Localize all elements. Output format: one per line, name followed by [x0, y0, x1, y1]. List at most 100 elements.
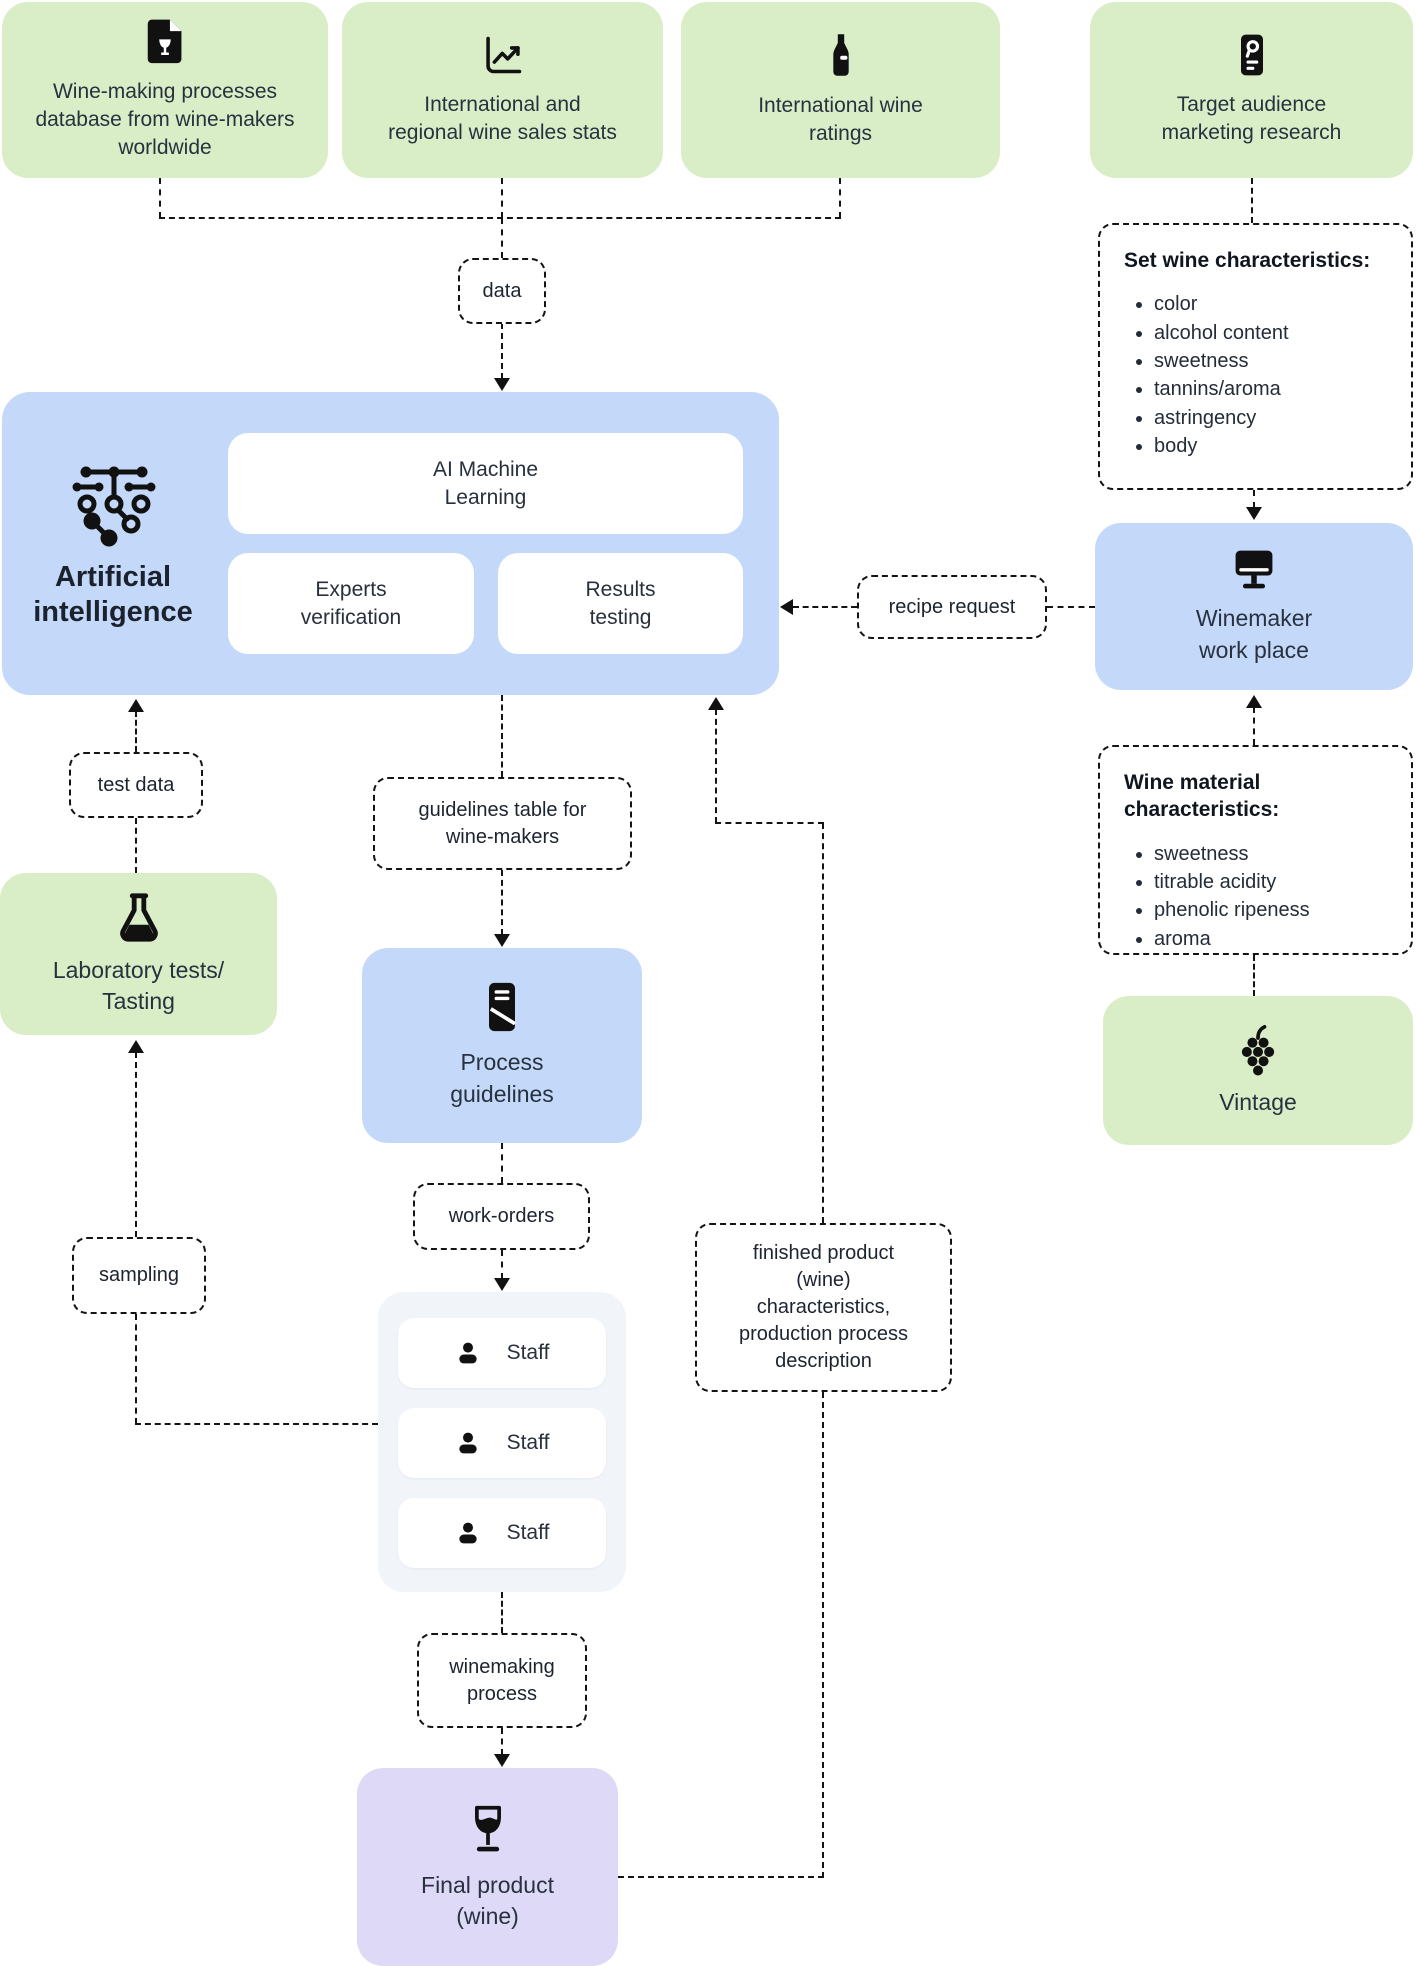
list-item: phenolic ripeness	[1154, 896, 1391, 924]
connector	[618, 1876, 824, 1878]
staff-group: Staff Staff Staff	[378, 1292, 626, 1592]
tag-guidelines-table: guidelines table for wine-makers	[373, 777, 632, 870]
ai-title: Artificial intelligence	[33, 561, 193, 629]
winemaker-workplace-box: Winemaker work place	[1095, 523, 1413, 690]
staff-row: Staff	[398, 1318, 606, 1388]
ai-network-icon	[66, 454, 162, 550]
wine-document-icon	[145, 18, 185, 64]
staff-label: Staff	[506, 1341, 550, 1364]
connector	[501, 1728, 503, 1755]
arrowhead-left	[780, 599, 793, 615]
artificial-intelligence-block: Artificial intelligence AI Machine Learn…	[2, 392, 779, 695]
connector	[1253, 955, 1255, 996]
list-item: alcohol content	[1154, 319, 1391, 347]
ai-module-experts-verification: Experts verification	[228, 553, 474, 654]
connector	[793, 606, 857, 608]
connector	[135, 1314, 137, 1424]
source-label: Wine-making processes database from wine…	[35, 79, 295, 160]
connector	[135, 1052, 137, 1237]
monitor-icon	[1228, 547, 1280, 593]
process-guidelines-label: Process guidelines	[450, 1049, 554, 1107]
marketing-research-icon	[1232, 33, 1272, 77]
tag-sampling: sampling	[72, 1237, 206, 1314]
list-item: color	[1154, 290, 1391, 318]
list-item: aroma	[1154, 925, 1391, 953]
connector	[715, 822, 824, 824]
connector	[1047, 606, 1095, 608]
wine-material-characteristics-box: Wine material characteristics: sweetness…	[1098, 745, 1413, 955]
grape-icon	[1232, 1023, 1284, 1079]
connector	[159, 178, 161, 218]
arrowhead-up	[128, 699, 144, 712]
set-wine-characteristics-box: Set wine characteristics: color alcohol …	[1098, 223, 1413, 490]
staff-label: Staff	[506, 1521, 550, 1544]
list-item: sweetness	[1154, 347, 1391, 375]
laboratory-label: Laboratory tests/ Tasting	[52, 956, 225, 1014]
wine-bottle-icon	[829, 32, 853, 78]
staff-row: Staff	[398, 1498, 606, 1568]
sales-chart-icon	[481, 33, 525, 77]
list-item: body	[1154, 432, 1391, 460]
tag-winemaking-process: winemaking process	[417, 1633, 587, 1728]
arrowhead-up	[128, 1040, 144, 1053]
list-item: titrable acidity	[1154, 868, 1391, 896]
final-product-box: Final product (wine)	[357, 1768, 618, 1966]
connector	[501, 323, 503, 379]
guidelines-document-icon	[479, 981, 525, 1033]
connector	[135, 711, 137, 752]
source-label: Target audience marketing research	[1161, 92, 1342, 144]
connector	[501, 178, 503, 218]
person-icon	[455, 1520, 481, 1546]
tag-work-orders: work-orders	[413, 1183, 590, 1250]
list-item: astringency	[1154, 404, 1391, 432]
source-label: International and regional wine sales st…	[388, 92, 617, 144]
vintage-box: Vintage	[1103, 996, 1413, 1145]
connector	[822, 823, 824, 1223]
tag-data: data	[458, 258, 546, 324]
source-label: International wine ratings	[758, 93, 923, 145]
wine-glass-icon	[462, 1802, 514, 1860]
connector	[501, 1143, 503, 1183]
process-guidelines-box: Process guidelines	[362, 948, 642, 1143]
connector	[1251, 178, 1253, 223]
wine-material-characteristics-list: sweetness titrable acidity phenolic ripe…	[1124, 840, 1391, 954]
arrowhead-up	[1246, 695, 1262, 708]
connector	[501, 1250, 503, 1279]
arrowhead-down	[494, 1278, 510, 1291]
tag-test-data: test data	[69, 752, 203, 818]
source-box-sales-stats: International and regional wine sales st…	[342, 2, 663, 178]
person-icon	[455, 1340, 481, 1366]
winemaker-label: Winemaker work place	[1195, 605, 1313, 663]
staff-row: Staff	[398, 1408, 606, 1478]
connector	[501, 695, 503, 777]
connector	[135, 1423, 378, 1425]
vintage-label: Vintage	[1219, 1088, 1297, 1115]
final-product-label: Final product (wine)	[421, 1871, 554, 1929]
connector	[1253, 707, 1255, 745]
connector	[135, 818, 137, 873]
connector	[822, 1392, 824, 1878]
connector	[839, 178, 841, 218]
arrowhead-down	[494, 1754, 510, 1767]
source-box-marketing-research: Target audience marketing research	[1090, 2, 1413, 178]
set-wine-characteristics-list: color alcohol content sweetness tannins/…	[1124, 290, 1391, 460]
tag-finished-product-description: finished product (wine) characteristics,…	[695, 1223, 952, 1392]
arrowhead-down	[494, 378, 510, 391]
flask-icon	[112, 891, 166, 945]
tag-recipe-request: recipe request	[857, 575, 1047, 639]
connector	[501, 218, 503, 258]
list-item: tannins/aroma	[1154, 375, 1391, 403]
connector	[1253, 490, 1255, 508]
list-item: sweetness	[1154, 840, 1391, 868]
arrowhead-down	[1246, 507, 1262, 520]
set-wine-characteristics-title: Set wine characteristics:	[1124, 249, 1371, 272]
person-icon	[455, 1430, 481, 1456]
staff-label: Staff	[506, 1431, 550, 1454]
connector	[715, 709, 717, 823]
source-box-wine-ratings: International wine ratings	[681, 2, 1000, 178]
arrowhead-up	[708, 697, 724, 710]
ai-module-machine-learning: AI Machine Learning	[228, 433, 743, 534]
arrowhead-down	[494, 934, 510, 947]
connector	[501, 870, 503, 935]
